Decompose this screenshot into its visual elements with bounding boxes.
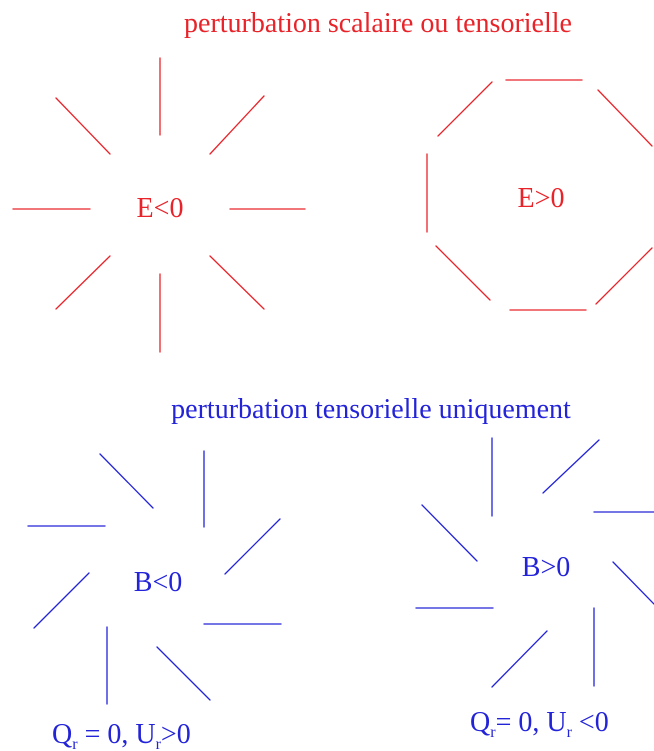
e-positive-tangential-pattern (426, 79, 653, 311)
b-positive-caption: Qr= 0, Ur <0 (470, 707, 609, 741)
b-positive-segment-6 (491, 630, 548, 688)
e-negative-segment-nw (55, 97, 111, 155)
b-negative-pinwheel-pattern (27, 450, 282, 705)
b-negative-segment-4 (33, 572, 90, 629)
e-positive-label: E>0 (518, 183, 565, 214)
top-section-title: perturbation scalaire ou tensorielle (184, 8, 572, 39)
b-positive-segment-2 (542, 439, 600, 494)
b-positive-caption-u-subscript: r (567, 724, 573, 741)
e-positive-segment-bottom-right (595, 247, 653, 305)
b-positive-segment-8 (421, 504, 478, 562)
b-negative-caption-q-subscript: r (72, 736, 78, 751)
e-negative-label: E<0 (137, 193, 184, 224)
e-negative-segment-se (209, 255, 265, 310)
b-positive-caption-q-subscript: r (490, 724, 496, 741)
e-positive-segment-top-right (597, 89, 653, 147)
e-negative-segment-ne (209, 95, 265, 155)
b-positive-caption-tail: <0 (572, 707, 609, 738)
b-negative-segment-6 (156, 646, 211, 701)
b-negative-caption-tail: >0 (161, 719, 191, 750)
bottom-section-title: perturbation tensorielle uniquement (171, 394, 571, 425)
b-positive-segment-4 (612, 561, 654, 605)
b-positive-caption-middle: = 0, U (496, 707, 567, 738)
b-negative-caption-middle: = 0, U (78, 719, 156, 750)
b-negative-caption: Qr = 0, Ur>0 (52, 719, 191, 751)
e-positive-segment-bottom-left (435, 245, 491, 301)
b-negative-caption-u-subscript: r (156, 736, 162, 751)
b-negative-segment-2 (99, 453, 154, 509)
b-positive-caption-q: Q (470, 707, 490, 738)
b-positive-label: B>0 (522, 552, 570, 583)
b-negative-caption-q: Q (52, 719, 72, 750)
e-negative-radial-pattern (12, 57, 306, 353)
b-negative-label: B<0 (134, 567, 182, 598)
e-negative-segment-sw (55, 255, 111, 310)
b-positive-pinwheel-pattern (415, 437, 654, 688)
e-positive-segment-top-left (437, 81, 493, 137)
b-negative-segment-8 (224, 518, 281, 575)
